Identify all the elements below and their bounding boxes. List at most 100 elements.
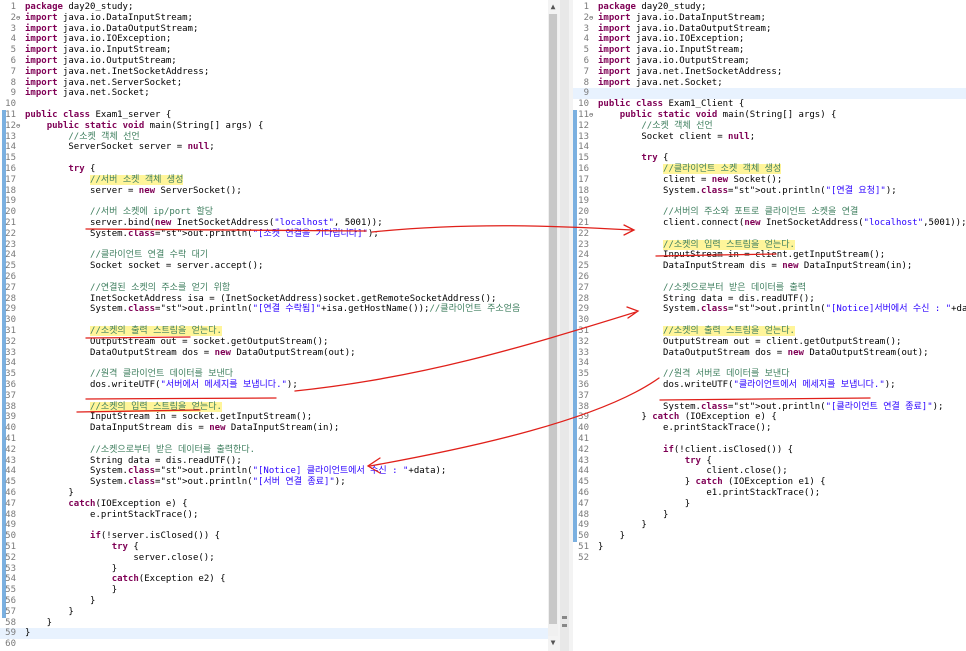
code-line[interactable]: 42 if(!client.isClosed()) {	[573, 445, 966, 456]
code-line[interactable]: 53 }	[0, 564, 548, 575]
code-line[interactable]: 29 System.class="st">out.println("[연결 수락…	[0, 304, 548, 315]
code-line[interactable]: 31 //소켓의 출력 스트림을 얻는다.	[0, 326, 548, 337]
code-line[interactable]: 39 InputStream in = socket.getInputStrea…	[0, 412, 548, 423]
code-line[interactable]: 47 catch(IOException e) {	[0, 499, 548, 510]
code-text[interactable]: System.class="st">out.println("[서버 연결 종료…	[25, 477, 346, 488]
code-line[interactable]: 16 //클라이언트 소켓 객체 생성	[573, 164, 966, 175]
code-text[interactable]: }	[598, 531, 626, 542]
code-text[interactable]: }	[25, 488, 74, 498]
code-line[interactable]: 19	[573, 196, 966, 207]
editor-divider[interactable]: ▲ ▼	[548, 0, 573, 651]
code-line[interactable]: 29 System.class="st">out.println("[Notic…	[573, 304, 966, 315]
code-text[interactable]: catch(IOException e) {	[68, 498, 188, 509]
code-text[interactable]: package day20_study;	[598, 2, 707, 12]
code-text[interactable]: import java.io.InputStream;	[598, 45, 745, 56]
code-line[interactable]: 44 client.close();	[573, 466, 966, 477]
code-line[interactable]: 22 System.class="st">out.println("[소켓 연결…	[0, 229, 548, 240]
code-text[interactable]: //소켓으로부터 받은 데이터를 출력한다.	[90, 444, 256, 455]
code-line[interactable]: 2⊖import java.io.DataInputStream;	[0, 13, 548, 24]
code-text[interactable]: //서버 소켓 객체 생성	[90, 174, 184, 185]
code-line[interactable]: 21 server.bind(new InetSocketAddress("lo…	[0, 218, 548, 229]
code-line[interactable]: 48 }	[573, 510, 966, 521]
code-line[interactable]: 32 OutputStream out = socket.getOutputSt…	[0, 337, 548, 348]
code-line[interactable]: 9	[573, 88, 966, 100]
code-line[interactable]: 34	[573, 358, 966, 369]
code-text[interactable]: } catch (IOException e) {	[598, 412, 777, 423]
fold-toggle-icon[interactable]: ⊖	[589, 111, 594, 119]
code-text[interactable]: //소켓의 출력 스트림을 얻는다.	[663, 326, 795, 336]
code-line[interactable]: 22	[573, 229, 966, 240]
code-line[interactable]: 50 if(!server.isClosed()) {	[0, 531, 548, 542]
code-line[interactable]: 51}	[573, 542, 966, 553]
code-text[interactable]: import java.io.IOException;	[25, 34, 172, 45]
code-text[interactable]: }	[598, 509, 669, 520]
code-line[interactable]: 54 catch(Exception e2) {	[0, 574, 548, 585]
code-line[interactable]: 55 }	[0, 585, 548, 596]
code-text[interactable]: //서버 소켓에 ip/port 할당	[90, 207, 214, 218]
code-text[interactable]: import java.io.DataOutputStream;	[25, 23, 199, 34]
code-line[interactable]: 52 server.close();	[0, 553, 548, 564]
code-line[interactable]: 46 e1.printStackTrace();	[573, 488, 966, 499]
code-line[interactable]: 11⊖ public static void main(String[] arg…	[573, 110, 966, 121]
code-line[interactable]: 12 //소켓 객체 선언	[573, 121, 966, 132]
code-line[interactable]: 27 //연결된 소켓의 주소를 얻기 위함	[0, 283, 548, 294]
code-text[interactable]: catch(Exception e2) {	[111, 574, 226, 585]
code-text[interactable]: import java.net.InetSocketAddress;	[25, 66, 210, 77]
code-line[interactable]: 12⊖ public static void main(String[] arg…	[0, 121, 548, 132]
scroll-up-icon[interactable]: ▲	[550, 2, 556, 11]
code-text[interactable]: try {	[641, 153, 669, 164]
code-line[interactable]: 14	[573, 142, 966, 153]
code-line[interactable]: 13 Socket client = null;	[573, 132, 966, 143]
server-scrollbar-thumb[interactable]	[549, 14, 557, 624]
code-text[interactable]: import java.io.DataInputStream;	[598, 12, 766, 23]
code-line[interactable]: 26	[573, 272, 966, 283]
code-text[interactable]: System.class="st">out.println("[클라이언트 연결…	[598, 401, 944, 412]
code-text[interactable]: }	[25, 596, 96, 606]
code-line[interactable]: 26	[0, 272, 548, 283]
code-text[interactable]: client.connect(new InetSocketAddress("lo…	[598, 218, 966, 228]
code-text[interactable]: }	[598, 498, 691, 509]
code-text[interactable]: //소켓의 입력 스트림을 얻는다.	[90, 401, 222, 412]
code-text[interactable]: import java.net.Socket;	[25, 88, 150, 99]
code-text[interactable]: DataInputStream dis = new DataInputStrea…	[598, 261, 913, 272]
code-line[interactable]: 48 e.printStackTrace();	[0, 510, 548, 521]
code-text[interactable]: OutputStream out = socket.getOutputStrea…	[25, 336, 329, 347]
code-text[interactable]: import java.net.ServerSocket;	[25, 77, 183, 88]
code-line[interactable]: 23 //소켓의 입력 스트림을 얻는다.	[573, 239, 966, 251]
code-text[interactable]: //소켓으로부터 받은 데이터를 출력	[663, 282, 807, 293]
code-line[interactable]: 41	[573, 434, 966, 445]
code-text[interactable]: String data = dis.readUTF();	[25, 455, 242, 466]
code-line[interactable]: 14 ServerSocket server = null;	[0, 142, 548, 153]
code-text[interactable]: try {	[684, 455, 712, 466]
fold-toggle-icon[interactable]: ⊖	[589, 13, 594, 22]
code-text[interactable]: }	[25, 628, 31, 639]
code-text[interactable]: server.close();	[25, 552, 215, 563]
code-line[interactable]: 18 server = new ServerSocket();	[0, 186, 548, 197]
code-line[interactable]: 49	[0, 520, 548, 531]
code-line[interactable]: 20 //서버의 주소와 포트로 클라이언트 소켓을 연결	[573, 207, 966, 218]
code-text[interactable]: InetSocketAddress isa = (InetSocketAddre…	[25, 293, 497, 304]
code-line[interactable]: 36 dos.writeUTF("서버에서 메세지를 보냅니다.");	[0, 380, 548, 391]
code-line[interactable]: 35 //원격 클라이언트 데이터를 보낸다	[0, 369, 548, 380]
code-line[interactable]: 28 InetSocketAddress isa = (InetSocketAd…	[0, 294, 548, 305]
code-text[interactable]: System.class="st">out.println("[소켓 연결을 기…	[25, 228, 379, 239]
code-text[interactable]: //원격 서버로 데이터를 보낸다	[663, 369, 790, 380]
code-text[interactable]: Socket client = null;	[598, 131, 756, 142]
code-text[interactable]: server = new ServerSocket();	[25, 185, 242, 196]
code-line[interactable]: 15 try {	[573, 153, 966, 164]
code-text[interactable]: Socket socket = server.accept();	[25, 261, 264, 272]
code-line[interactable]: 38 System.class="st">out.println("[클라이언트…	[573, 402, 966, 413]
code-text[interactable]: import java.io.OutputStream;	[25, 56, 177, 66]
code-text[interactable]: DataOutputStream dos = new DataOutputStr…	[25, 347, 356, 358]
code-text[interactable]: //소켓의 출력 스트림을 얻는다.	[90, 326, 222, 336]
code-line[interactable]: 24 //클라이언트 연결 수락 대기	[0, 250, 548, 261]
